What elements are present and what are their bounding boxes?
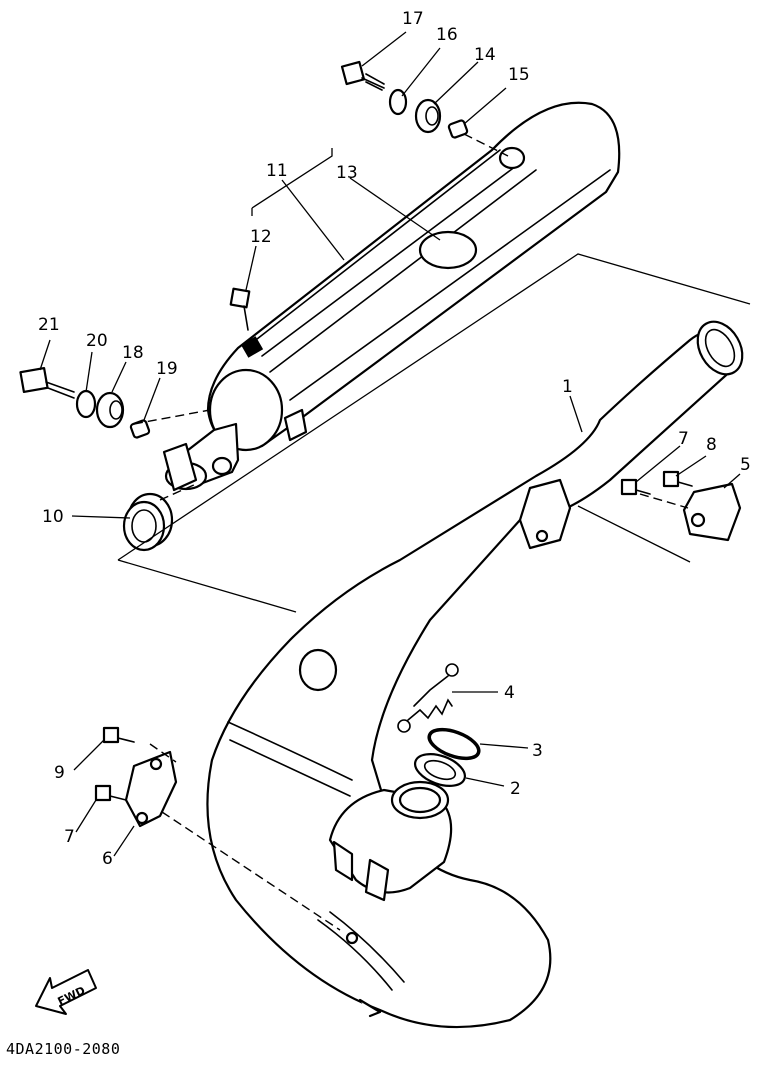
bracket-5 (682, 482, 742, 542)
callout-2: 2 (510, 779, 521, 799)
grommet-14 (414, 98, 442, 134)
callout-1: 1 (562, 377, 573, 397)
callout-20: 20 (86, 331, 108, 351)
callout-18: 18 (122, 343, 144, 363)
gasket-2 (414, 753, 466, 787)
washer-20 (75, 389, 97, 419)
spring-4 (397, 663, 459, 733)
reference-code: 4DA2100-2080 (6, 1040, 121, 1058)
callout-4: 4 (504, 683, 515, 703)
bolt-12 (229, 287, 251, 331)
forward-arrow-icon: FWD (35, 969, 97, 1015)
bolt-17 (340, 60, 385, 91)
callout-15: 15 (508, 65, 530, 85)
callout-19: 19 (156, 359, 178, 379)
callout-16: 16 (436, 25, 458, 45)
callout-3: 3 (532, 741, 543, 761)
bolt-8 (662, 470, 693, 488)
o-ring-3 (427, 727, 481, 761)
callout-11: 11 (266, 161, 288, 181)
callout-7-right: 7 (678, 429, 689, 449)
callout-5: 5 (740, 455, 751, 475)
bolt-7-left (94, 784, 127, 802)
callout-6: 6 (102, 849, 113, 869)
callout-8: 8 (706, 435, 717, 455)
callout-17: 17 (402, 9, 424, 29)
callout-21: 21 (38, 315, 60, 335)
collar-19 (129, 419, 151, 439)
callout-7-left: 7 (64, 827, 75, 847)
callout-9: 9 (54, 763, 65, 783)
callout-10: 10 (42, 507, 64, 527)
bracket-line-11 (251, 148, 333, 209)
clamp-ring-10 (122, 492, 174, 552)
bolt-9 (102, 726, 135, 744)
callout-12: 12 (250, 227, 272, 247)
callout-14: 14 (474, 45, 496, 65)
bracket-line-1 (117, 253, 751, 561)
bracket-6 (124, 750, 178, 828)
exhaust-pipe (206, 320, 744, 1029)
bolt-21 (19, 366, 75, 399)
collar-15 (447, 119, 469, 139)
silencer (162, 101, 621, 492)
callout-13: 13 (336, 163, 358, 183)
bolt-7-right (620, 478, 651, 496)
grommet-18 (95, 391, 125, 429)
